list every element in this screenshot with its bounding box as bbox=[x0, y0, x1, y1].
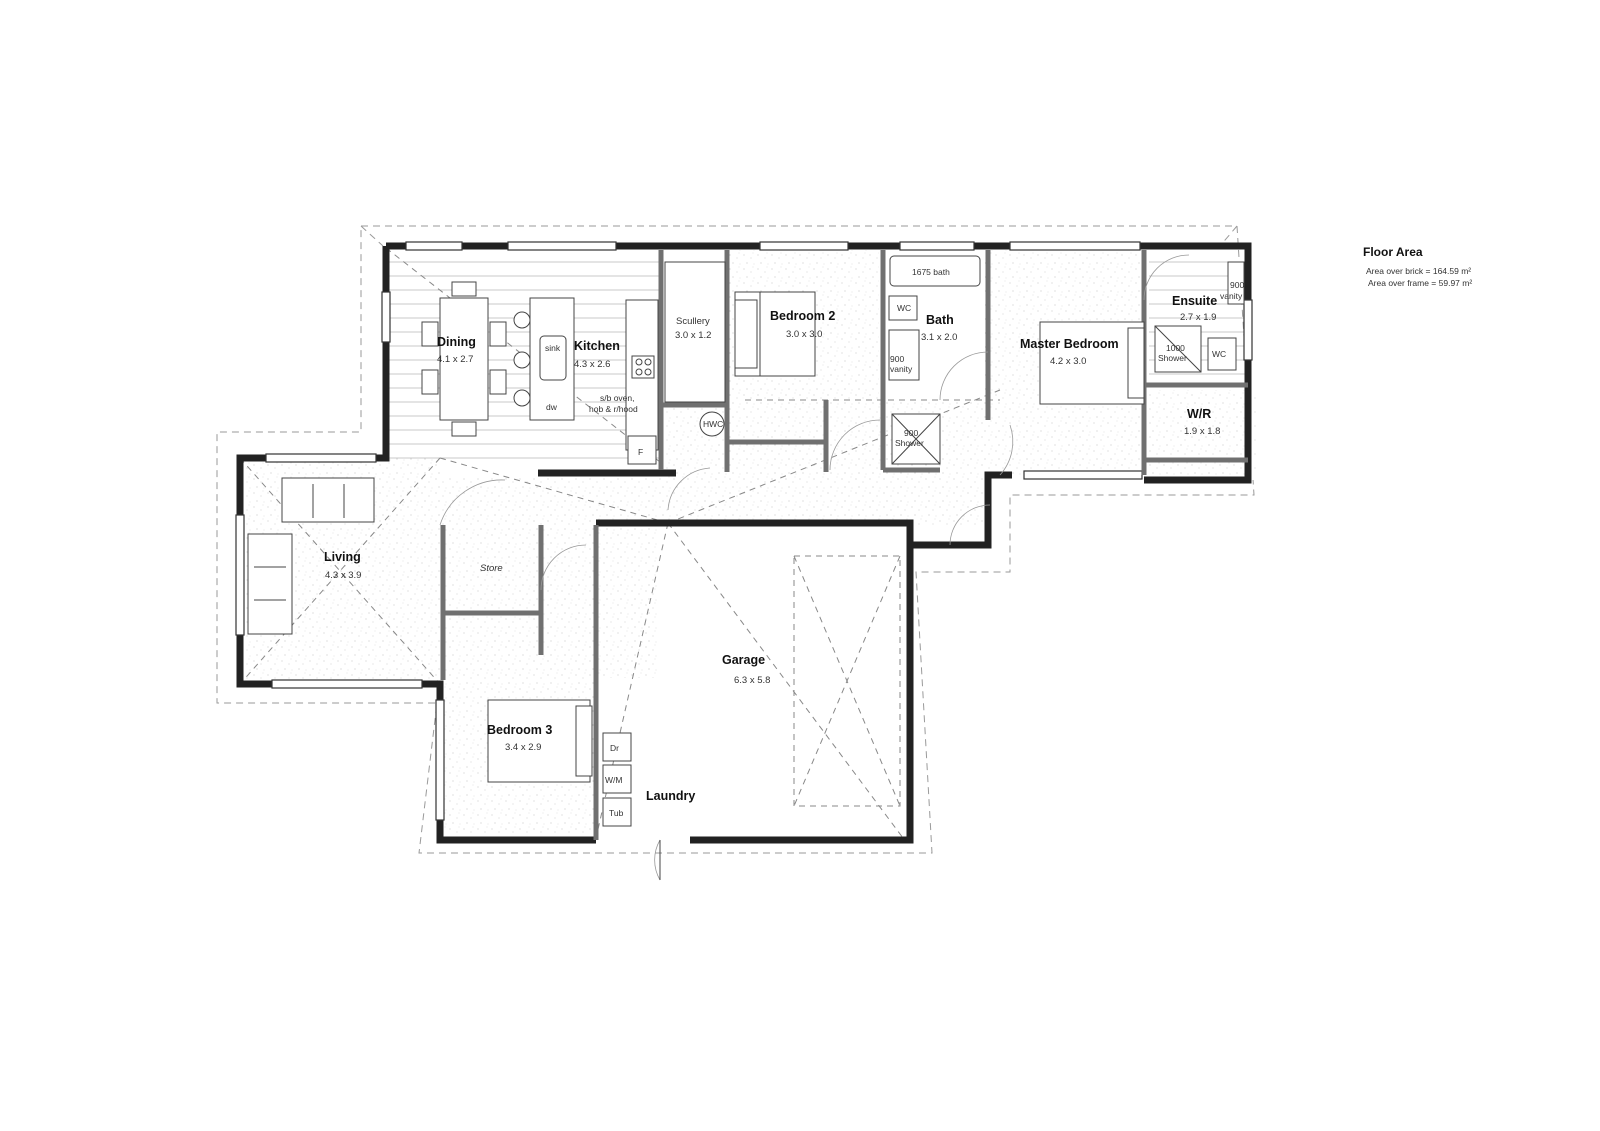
bath-shower-label-1: 900 bbox=[904, 428, 918, 438]
bedroom2-bed bbox=[734, 291, 816, 377]
dining-label: Dining bbox=[437, 335, 476, 349]
dishwasher-label: dw bbox=[546, 402, 558, 412]
floor-area-frame: Area over frame = 59.97 m² bbox=[1368, 278, 1472, 288]
bath-vanity-label-2: vanity bbox=[890, 364, 913, 374]
living-label: Living bbox=[324, 550, 361, 564]
wr-dims: 1.9 x 1.8 bbox=[1184, 426, 1220, 437]
master-bed bbox=[1039, 321, 1145, 405]
garage-label: Garage bbox=[722, 653, 765, 667]
room-labels: Dining 4.1 x 2.7 Kitchen 4.3 x 2.6 Scull… bbox=[324, 294, 1220, 803]
dining-dims: 4.1 x 2.7 bbox=[437, 354, 473, 365]
hwc-cylinder bbox=[699, 411, 725, 437]
floor-area-title: Floor Area bbox=[1363, 245, 1423, 259]
roof-outline bbox=[216, 225, 1255, 854]
ensuite-shower-label-2: Shower bbox=[1158, 353, 1187, 363]
door-swings bbox=[439, 254, 1190, 881]
bedroom2-label: Bedroom 2 bbox=[770, 309, 835, 323]
ensuite-wc-label: WC bbox=[1212, 349, 1226, 359]
garage-dims: 6.3 x 5.8 bbox=[734, 675, 770, 686]
wr-label: W/R bbox=[1187, 407, 1211, 421]
sink-label: sink bbox=[545, 343, 561, 353]
master-label: Master Bedroom bbox=[1020, 337, 1119, 351]
bedroom3-dims: 3.4 x 2.9 bbox=[505, 742, 541, 753]
ensuite-dims: 2.7 x 1.9 bbox=[1180, 312, 1216, 323]
windows bbox=[235, 241, 1253, 821]
floor-area-note: Floor Area Area over brick = 164.59 m² A… bbox=[1363, 245, 1472, 288]
bedroom2-dims: 3.0 x 3.0 bbox=[786, 329, 822, 340]
living-dims: 4.3 x 3.9 bbox=[325, 570, 361, 581]
interior-walls bbox=[440, 250, 1248, 840]
ensuite-shower-label-1: 1000 bbox=[1166, 343, 1185, 353]
scullery-bench bbox=[664, 261, 726, 403]
bedroom3-label: Bedroom 3 bbox=[487, 723, 552, 737]
oven-label-1: s/b oven, bbox=[600, 393, 635, 403]
kitchen-label: Kitchen bbox=[574, 339, 620, 353]
kitchen-island bbox=[513, 297, 659, 465]
tub-label: Tub bbox=[609, 808, 624, 818]
bath-shower-label-2: Shower bbox=[895, 438, 924, 448]
ensuite-vanity-label-1: 900 bbox=[1230, 280, 1244, 290]
dryer-label: Dr bbox=[610, 743, 619, 753]
kitchen-dims: 4.3 x 2.6 bbox=[574, 359, 610, 370]
bath-vanity-label-1: 900 bbox=[890, 354, 904, 364]
oven-label-2: hob & r/hood bbox=[589, 404, 638, 414]
laundry-appliances bbox=[602, 732, 632, 827]
ensuite-fixtures bbox=[1154, 261, 1245, 373]
washer-label: W/M bbox=[605, 775, 622, 785]
bath-wc-label: WC bbox=[897, 303, 911, 313]
dining-table bbox=[421, 281, 507, 437]
garage-door bbox=[793, 555, 901, 807]
scullery-dims: 3.0 x 1.2 bbox=[675, 330, 711, 341]
master-dims: 4.2 x 3.0 bbox=[1050, 356, 1086, 367]
bath-dims: 3.1 x 2.0 bbox=[921, 332, 957, 343]
fixture-labels: sink dw s/b oven, hob & r/hood F HWC 167… bbox=[545, 267, 1244, 818]
ensuite-label: Ensuite bbox=[1172, 294, 1217, 308]
bath-fixtures bbox=[888, 255, 981, 465]
fridge-label: F bbox=[638, 447, 643, 457]
floor-area-brick: Area over brick = 164.59 m² bbox=[1366, 266, 1471, 276]
bedroom3-bed bbox=[487, 699, 593, 783]
bath-label: Bath bbox=[926, 313, 954, 327]
living-sofas bbox=[247, 477, 375, 635]
bath-tub-label: 1675 bath bbox=[912, 267, 950, 277]
store-label: Store bbox=[480, 563, 503, 574]
laundry-label: Laundry bbox=[646, 789, 695, 803]
scullery-label: Scullery bbox=[676, 316, 710, 327]
ensuite-vanity-label-2: vanity bbox=[1220, 291, 1243, 301]
hwc-label: HWC bbox=[703, 419, 723, 429]
